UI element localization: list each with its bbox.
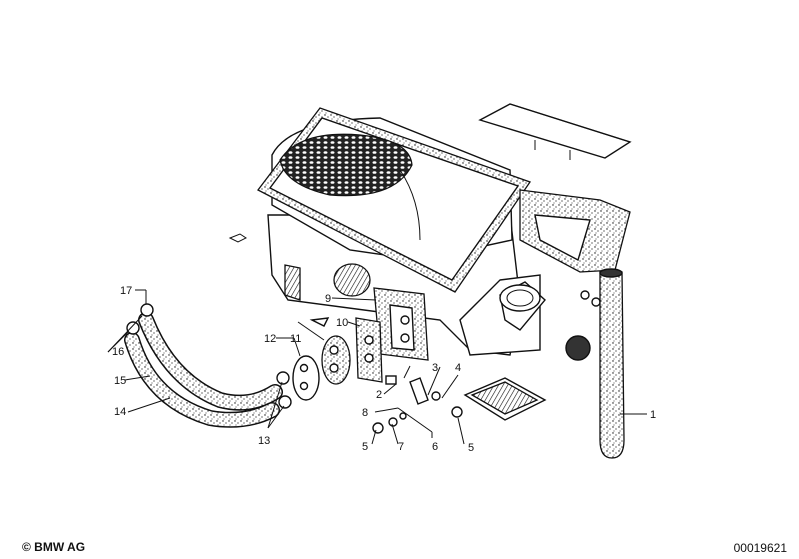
callout-6: 6 (432, 441, 438, 453)
callout-15: 15 (114, 375, 126, 387)
callout-4: 4 (455, 362, 461, 374)
callout-3: 3 (432, 362, 438, 374)
callout-5b: 5 (468, 442, 474, 454)
callout-12: 12 (264, 333, 276, 345)
gasket-12 (292, 355, 320, 401)
copyright-label: © BMW AG (22, 540, 86, 554)
hoses (124, 312, 283, 428)
clip (228, 233, 247, 243)
blower-grille (279, 133, 413, 197)
callout-10: 10 (336, 317, 348, 329)
callout-14: 14 (114, 406, 126, 418)
pipe-elbow (499, 281, 546, 331)
side-vent-grille (333, 263, 371, 297)
document-id: 00019621 (733, 541, 787, 555)
heater-housing (257, 107, 532, 356)
callout-13: 13 (258, 435, 270, 447)
callout-11: 11 (290, 333, 301, 345)
gasket-11 (321, 335, 351, 385)
callout-1: 1 (650, 409, 656, 421)
clip-10 (309, 317, 330, 327)
callout-17: 17 (120, 285, 132, 297)
callout-16: 16 (112, 346, 124, 358)
grille-cover (463, 377, 547, 421)
gasket-9 (373, 287, 429, 361)
small-hardware (126, 303, 463, 434)
cap-knob (565, 335, 591, 361)
callout-5a: 5 (362, 441, 368, 453)
flex-hose (599, 268, 625, 459)
flap-plate (478, 103, 632, 160)
callout-9: 9 (325, 293, 331, 305)
callout-2: 2 (376, 389, 382, 401)
gasket-10 (355, 317, 383, 383)
leader-lines (107, 289, 647, 445)
callouts: 1 2 3 4 5 5 6 7 8 9 10 11 12 13 14 15 16… (112, 285, 656, 454)
callout-8: 8 (362, 407, 368, 419)
callout-7: 7 (398, 441, 404, 453)
